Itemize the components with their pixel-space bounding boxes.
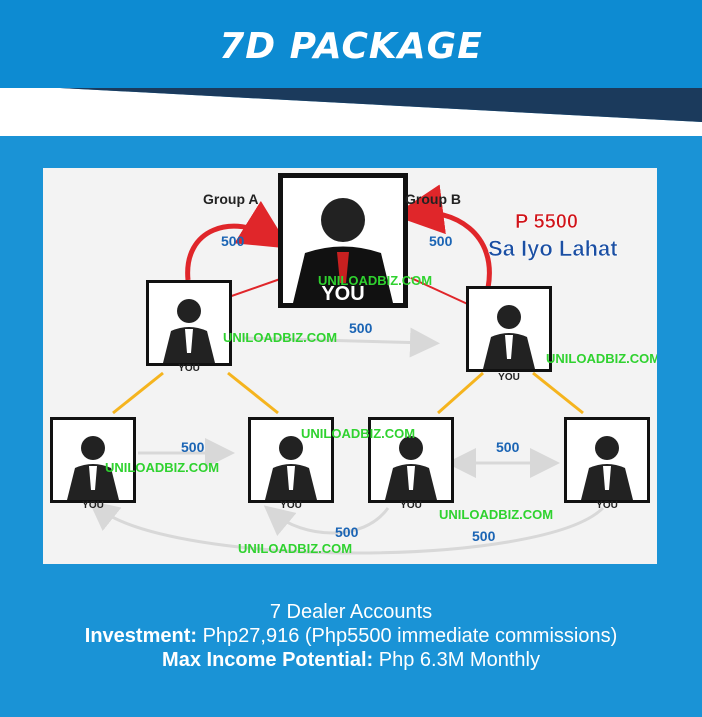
- group-a-label: Group A: [203, 191, 258, 207]
- income-value: Php 6.3M Monthly: [373, 649, 540, 671]
- amount-label-bottom-center: 500: [335, 524, 359, 540]
- bottom-node-3: [368, 417, 454, 503]
- promo-text: Sa Iyo Lahat: [488, 236, 618, 261]
- diagonal-band: [0, 88, 702, 136]
- site-watermark: UNILOADBIZ.COM: [301, 426, 415, 441]
- top-node: YOU: [278, 173, 408, 308]
- mid-node-left: [146, 280, 232, 366]
- bottom-node-4-label: YOU: [596, 500, 618, 511]
- amount-label-mid: 500: [349, 320, 373, 336]
- income-label: Max Income Potential:: [162, 649, 374, 671]
- header-bar: 7D PACKAGE: [0, 0, 702, 92]
- mid-node-left-label: YOU: [178, 363, 200, 374]
- bottom-node-3-label: YOU: [400, 500, 422, 511]
- dealer-accounts-text: 7 Dealer Accounts: [269, 601, 433, 623]
- site-watermark: UNILOADBIZ.COM: [223, 330, 337, 345]
- amount-label-right: 500: [496, 439, 520, 455]
- bottom-node-4: [564, 417, 650, 503]
- group-b-label: Group B: [405, 191, 461, 207]
- mid-node-right-label: YOU: [498, 372, 520, 383]
- top-node-label: YOU: [321, 283, 364, 305]
- network-diagram: YOU Group A Group B P 5500 Sa Iyo Lahat …: [43, 168, 657, 564]
- site-watermark: UNILOADBIZ.COM: [105, 460, 219, 475]
- investment-label: Investment:: [84, 625, 198, 647]
- site-watermark: UNILOADBIZ.COM: [238, 541, 352, 556]
- amount-label-group-b: 500: [429, 233, 453, 249]
- promo-amount: P 5500: [515, 211, 578, 233]
- amount-label-bottom-right: 500: [472, 528, 496, 544]
- package-summary: 7 Dealer Accounts Investment: Php27,916 …: [0, 600, 702, 672]
- investment-line: Investment: Php27,916 (Php5500 immediate…: [0, 624, 702, 648]
- bottom-node-2-label: YOU: [280, 500, 302, 511]
- amount-label-left: 500: [181, 439, 205, 455]
- site-watermark: UNILOADBIZ.COM: [546, 351, 657, 366]
- investment-value: Php27,916 (Php5500 immediate commissions…: [197, 625, 618, 647]
- bottom-node-1-label: YOU: [82, 500, 104, 511]
- income-line: Max Income Potential: Php 6.3M Monthly: [0, 648, 702, 672]
- mid-node-right: [466, 286, 552, 372]
- page-title: 7D PACKAGE: [219, 25, 483, 67]
- site-watermark: UNILOADBIZ.COM: [318, 273, 432, 288]
- amount-label-group-a: 500: [221, 233, 245, 249]
- bottom-node-2: [248, 417, 334, 503]
- site-watermark: UNILOADBIZ.COM: [439, 507, 553, 522]
- bottom-node-1: [50, 417, 136, 503]
